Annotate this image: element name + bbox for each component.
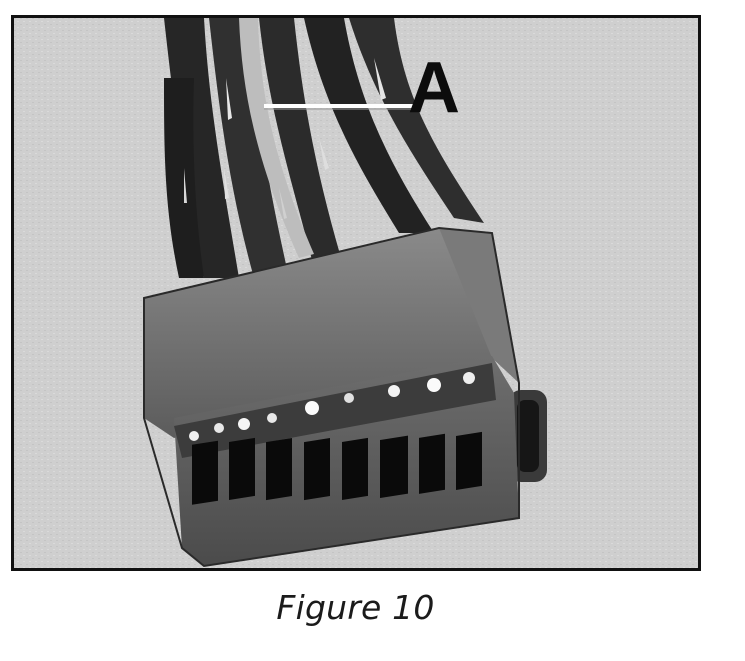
wire-bundle xyxy=(164,18,484,278)
connector-photo xyxy=(11,15,701,571)
figure-caption: Figure 10 xyxy=(276,588,435,627)
highlight-wire xyxy=(239,18,314,258)
callout-label-a: A xyxy=(408,48,460,128)
connector-illustration xyxy=(14,18,698,568)
cavity-slots xyxy=(192,431,482,505)
terminal-row xyxy=(189,372,475,441)
